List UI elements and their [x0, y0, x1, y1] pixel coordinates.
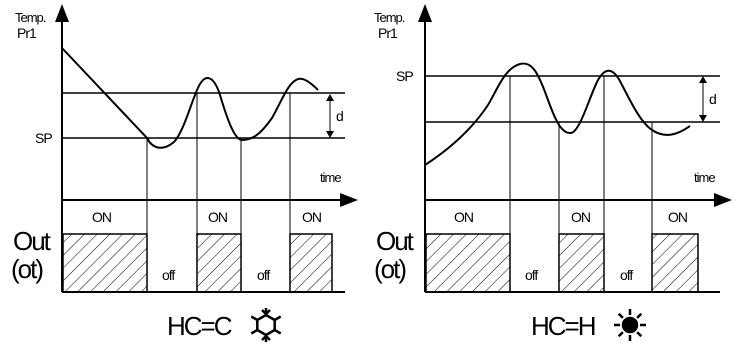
left-on-label-1: ON	[92, 209, 111, 225]
left-off-label-1: off	[162, 267, 175, 283]
right-off-label-1: off	[525, 267, 538, 283]
left-pr1-label: Pr1	[17, 25, 37, 41]
left-off-label-2: off	[257, 267, 270, 283]
right-temperature-curve	[424, 62, 691, 166]
left-output-on-2	[196, 233, 242, 293]
right-sp-label: SP	[396, 68, 413, 84]
left-temp-label: Temp.	[15, 10, 46, 25]
left-on-label-3: ON	[302, 209, 321, 225]
left-d-label: d	[336, 108, 343, 124]
left-ot-label: (ot)	[11, 254, 43, 284]
right-off-label-2: off	[620, 267, 633, 283]
right-on-label-1: ON	[454, 209, 473, 225]
right-time-label: time	[694, 170, 715, 185]
cooling-panel: d Temp. Pr1 SP time ON ON ON off off Out…	[11, 4, 358, 342]
right-output-on-1	[425, 233, 511, 293]
left-y-arrow	[55, 4, 69, 22]
right-on-label-3: ON	[668, 209, 687, 225]
snowflake-icon	[250, 308, 282, 342]
left-sp-label: SP	[35, 130, 52, 146]
right-y-arrow	[418, 4, 432, 22]
right-out-label: Out	[376, 226, 415, 256]
left-on-label-2: ON	[208, 209, 227, 225]
left-temperature-curve	[61, 47, 319, 149]
right-pr1-label: Pr1	[378, 25, 398, 41]
left-out-label: Out	[13, 226, 52, 256]
right-ot-label: (ot)	[374, 254, 406, 284]
right-temp-label: Temp.	[374, 10, 405, 25]
right-x-arrow	[714, 193, 732, 207]
left-mode-label: HC=C	[167, 311, 232, 341]
left-time-label: time	[320, 170, 341, 185]
sun-icon	[614, 309, 646, 341]
left-x-arrow	[340, 193, 358, 207]
right-on-label-2: ON	[571, 209, 590, 225]
right-output-on-2	[558, 233, 605, 293]
left-output-on-3	[289, 233, 333, 293]
right-mode-label: HC=H	[531, 311, 595, 341]
right-output-on-3	[651, 233, 699, 293]
right-d-label: d	[709, 91, 716, 107]
left-output-on-1	[62, 233, 148, 293]
heating-panel: d Temp. Pr1 SP time ON ON ON off off Out…	[374, 4, 732, 341]
